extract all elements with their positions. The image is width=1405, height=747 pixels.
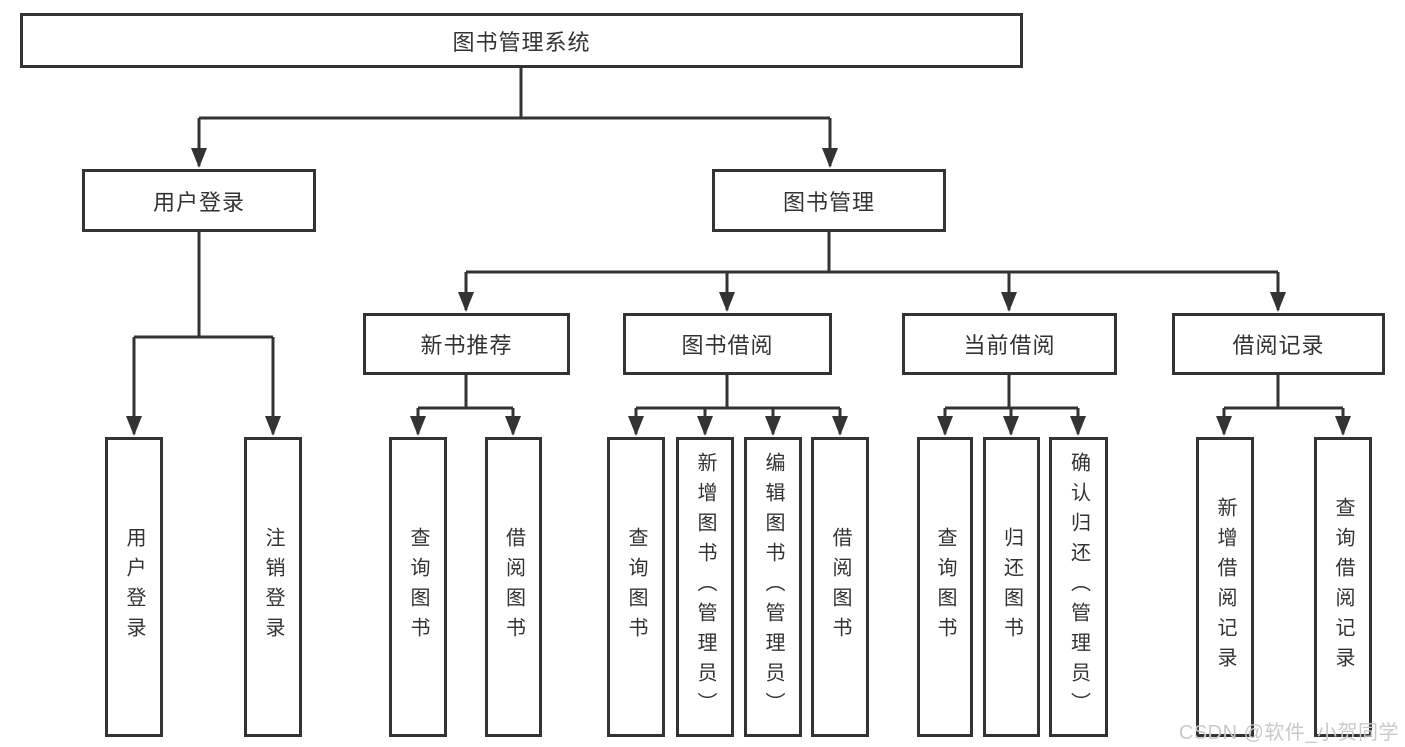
node-current-borrowing: 当前借阅 [902,313,1117,375]
node-label: 新增借阅记录 [1214,497,1236,677]
node-leaf-query-books-2: 查询图书 [607,437,665,737]
node-label: 注销登录 [262,527,284,647]
node-label: 新书推荐 [420,333,513,358]
node-leaf-user-login: 用户登录 [105,437,163,737]
node-label: 用户登录 [152,189,245,215]
node-label: 图书管理 [782,189,875,215]
node-label: 借阅图书 [829,527,851,647]
node-leaf-query-books-1: 查询图书 [389,437,447,737]
node-leaf-edit-book-admin: 编辑图书（管理员） [744,437,802,737]
node-user-login: 用户登录 [82,169,316,232]
node-label: 查询借阅记录 [1332,497,1354,677]
node-label: 归还图书 [1000,527,1023,647]
node-label: 查询图书 [407,527,429,647]
csdn-watermark: CSDN @软件_小贺同学 [1178,722,1399,744]
node-leaf-add-borrow-record: 新增借阅记录 [1196,437,1254,737]
node-label: 用户登录 [123,527,145,647]
node-leaf-query-books-3: 查询图书 [917,437,973,737]
node-borrowing-records: 借阅记录 [1172,313,1385,375]
node-leaf-confirm-return-admin: 确认归还（管理员） [1049,437,1108,737]
node-label: 查询图书 [934,527,956,647]
node-book-borrowing: 图书借阅 [623,313,832,375]
node-label: 图书管理系统 [452,29,591,55]
node-book-management: 图书管理 [712,169,946,232]
node-label: 新增图书（管理员） [694,452,716,722]
node-label: 图书借阅 [681,333,774,358]
node-label: 借阅记录 [1232,333,1325,358]
node-leaf-borrow-books-1: 借阅图书 [485,437,542,737]
node-leaf-logout: 注销登录 [244,437,302,737]
node-leaf-query-borrow-record: 查询借阅记录 [1314,437,1372,737]
node-label: 借阅图书 [502,527,525,647]
node-label: 确认归还（管理员） [1067,452,1090,722]
node-new-book-recommend: 新书推荐 [363,313,570,375]
node-root-library-system: 图书管理系统 [20,13,1023,68]
node-label: 编辑图书（管理员） [762,452,784,722]
node-leaf-borrow-books-2: 借阅图书 [811,437,869,737]
node-leaf-return-books: 归还图书 [983,437,1040,737]
node-label: 查询图书 [625,527,647,647]
node-label: 当前借阅 [963,333,1056,358]
node-leaf-add-book-admin: 新增图书（管理员） [676,437,734,737]
